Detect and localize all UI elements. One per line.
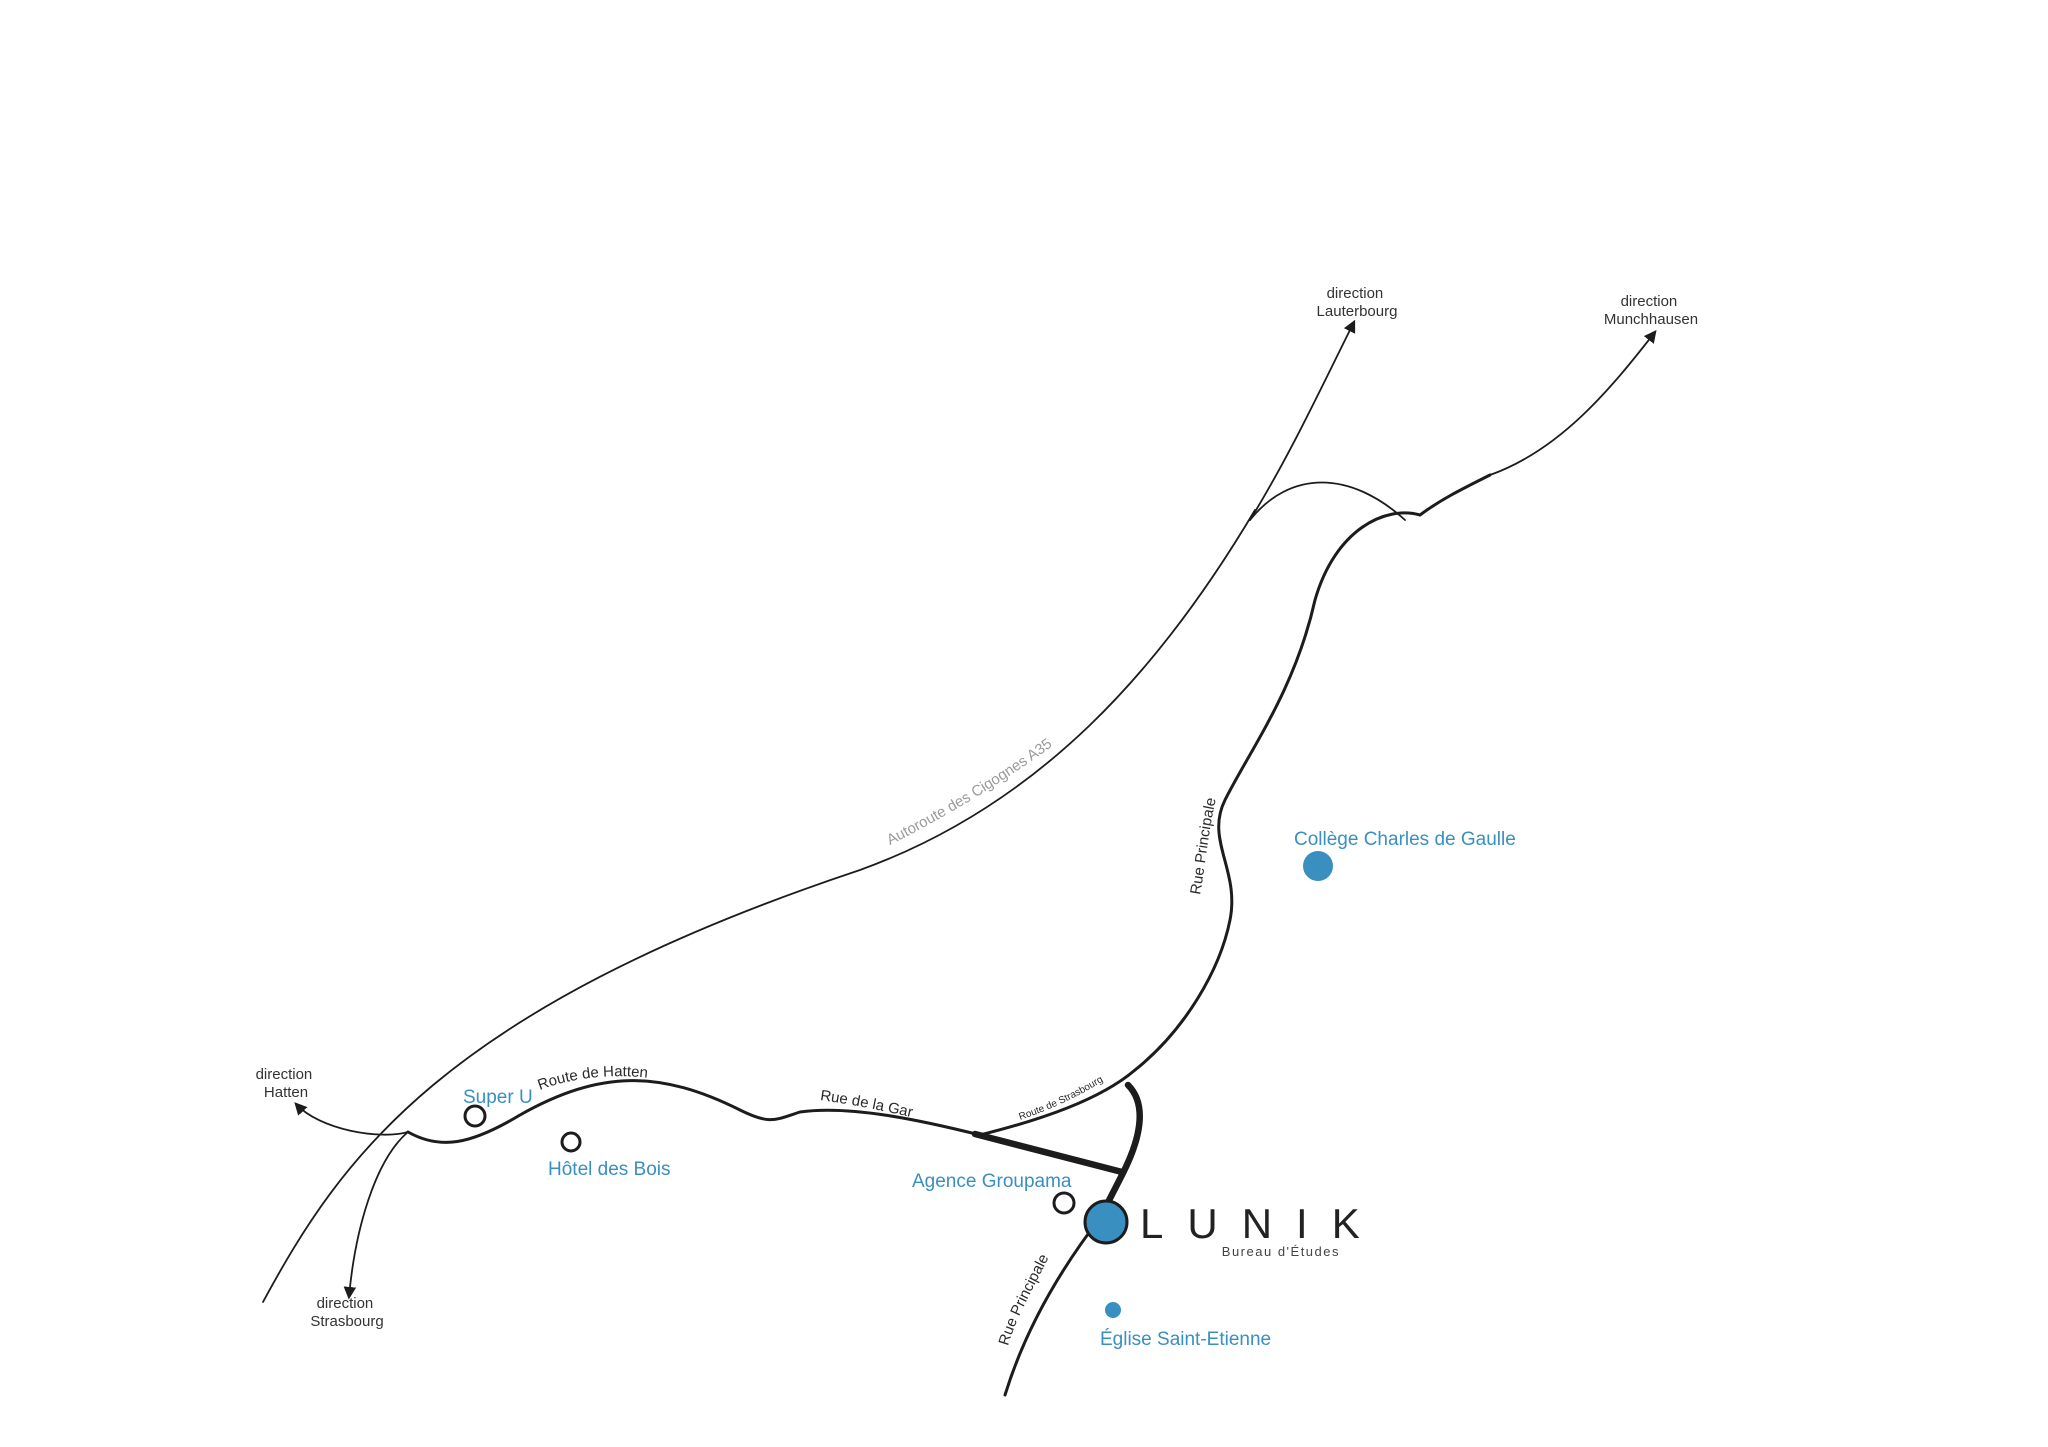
road-to-lauterbourg bbox=[1249, 319, 1356, 521]
road-to-strasbourg bbox=[343, 1131, 409, 1300]
rue-principale-thick-north bbox=[1096, 1081, 1143, 1222]
eglise-label: Église Saint-Etienne bbox=[1100, 1329, 1271, 1350]
hotel-des-bois-label: Hôtel des Bois bbox=[548, 1159, 671, 1180]
agence-groupama-label: Agence Groupama bbox=[912, 1171, 1072, 1192]
direction-hatten-label: direction Hatten bbox=[256, 1066, 317, 1101]
rue-principale-south bbox=[1003, 1216, 1102, 1397]
agence-groupama-marker bbox=[1052, 1191, 1076, 1215]
highway-label: Autoroute des Cigognes A35 bbox=[884, 735, 1055, 848]
route-de-hatten bbox=[406, 1079, 982, 1144]
direction-munchhausen-label: direction Munchhausen bbox=[1604, 293, 1698, 328]
rue-principale-north-label: Rue Principale bbox=[1187, 796, 1220, 896]
college-marker bbox=[1303, 851, 1333, 881]
college-label: Collège Charles de Gaulle bbox=[1294, 829, 1516, 850]
rue-de-la-gare-thick bbox=[971, 1130, 1126, 1176]
lunik-marker bbox=[1083, 1199, 1129, 1245]
direction-strasbourg-label: direction Strasbourg bbox=[310, 1295, 383, 1330]
direction-lauterbourg-label: direction Lauterbourg bbox=[1317, 285, 1398, 320]
hotel-des-bois-marker bbox=[560, 1131, 582, 1153]
road-to-munchhausen bbox=[1489, 330, 1657, 476]
highway-a35 bbox=[262, 509, 1256, 1303]
rue-de-la-gare-label: Rue de la Gare bbox=[0, 0, 915, 1121]
super-u-marker bbox=[463, 1104, 487, 1128]
rue-principale-south-label: Rue Principale bbox=[995, 1251, 1052, 1347]
route-de-hatten-label: Route de Hatten bbox=[535, 1063, 648, 1094]
lunik-logo-name: LUNIK bbox=[1140, 1200, 1384, 1247]
lunik-logo-subtitle: Bureau d'Études bbox=[1222, 1244, 1340, 1259]
super-u-label: Super U bbox=[463, 1087, 533, 1108]
connector-loop bbox=[1249, 481, 1406, 521]
eglise-marker bbox=[1105, 1302, 1121, 1318]
road-to-hatten bbox=[294, 1102, 409, 1136]
route-de-strasbourg bbox=[978, 1068, 1137, 1137]
rue-principale-north bbox=[1133, 473, 1492, 1072]
